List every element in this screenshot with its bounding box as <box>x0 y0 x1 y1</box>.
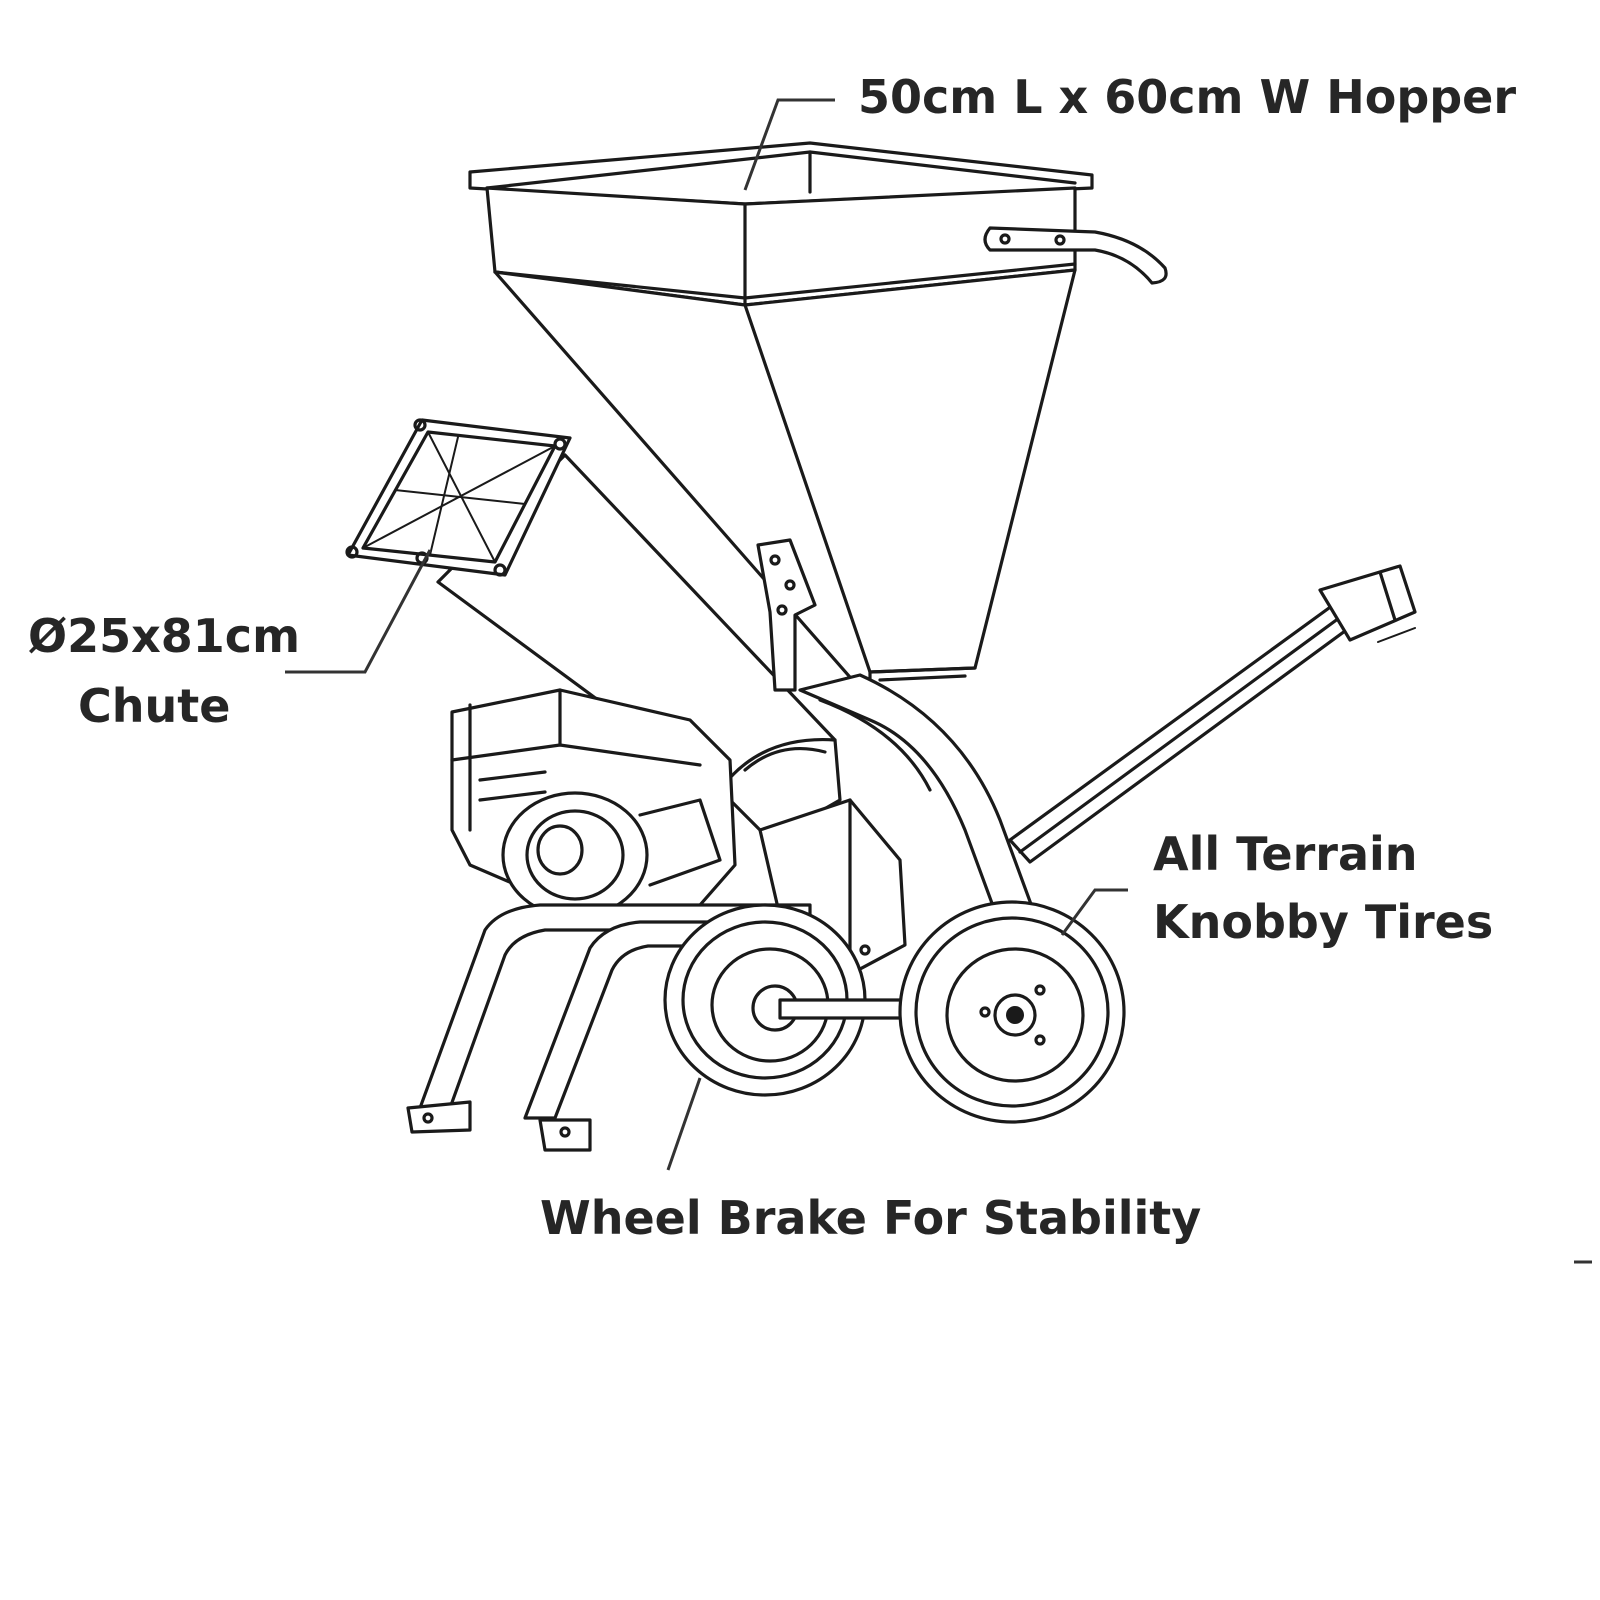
brake-leader <box>666 1077 702 1171</box>
tow-handle <box>1008 564 1417 864</box>
hopper-handle <box>983 226 1168 285</box>
chute-deflector <box>345 418 572 577</box>
chute-label-line1: Ø25x81cm <box>28 609 300 663</box>
tires-leader <box>1060 888 1128 936</box>
chute-label-line2: Chute <box>78 679 230 733</box>
hopper-label: 50cm L x 60cm W Hopper <box>858 70 1516 124</box>
chute-leader <box>285 549 432 674</box>
hopper-leader <box>743 98 835 191</box>
mount-bracket <box>756 538 817 692</box>
engine <box>450 688 737 919</box>
front-wheel <box>898 900 1126 1124</box>
tires-label-line2: Knobby Tires <box>1153 895 1493 949</box>
brake-label: Wheel Brake For Stability <box>540 1191 1201 1245</box>
tires-label-line1: All Terrain <box>1153 827 1418 881</box>
